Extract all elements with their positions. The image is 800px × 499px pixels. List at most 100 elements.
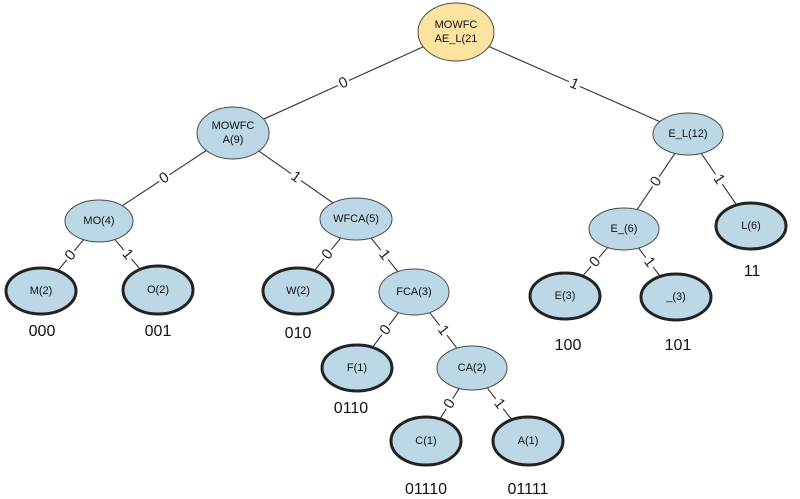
- node-ellipse: [319, 197, 393, 241]
- huffman-code-l: 11: [744, 263, 761, 280]
- node-label: A(9): [223, 134, 244, 146]
- tree-node-e_: E_(6): [588, 207, 660, 251]
- node-ellipse: [320, 343, 394, 393]
- tree-node-wfca: WFCA(5): [319, 197, 393, 241]
- tree-edge-mowfca-wfca: [258, 150, 292, 174]
- edge-bit-label: 0: [586, 253, 604, 271]
- huffman-code-m: 000: [29, 323, 56, 340]
- tree-node-fca: FCA(3): [378, 268, 450, 316]
- node-ellipse: [378, 268, 450, 316]
- tree-node-mowfca: MOWFC A(9): [196, 106, 270, 160]
- tree-node-f: F(1): [320, 343, 394, 393]
- tree-edge-fca-f: [388, 312, 399, 326]
- edge-bit-label: 0: [376, 322, 395, 339]
- node-ellipse: [196, 106, 270, 160]
- tree-edge-root-mowfca: [263, 84, 339, 120]
- tree-edge-el-e_: [636, 186, 654, 210]
- tree-edge-fca-f: [372, 334, 383, 348]
- tree-edge-wfca-w: [330, 237, 342, 251]
- huffman-code-o: 001: [145, 323, 172, 340]
- node-ellipse: [389, 415, 463, 467]
- edge-bit-label: 1: [118, 246, 136, 263]
- tree-edge-root-mowfca: [348, 46, 424, 82]
- tree-node-w: W(2): [261, 266, 335, 316]
- node-ellipse: [714, 201, 788, 251]
- tree-edge-el-e_: [658, 153, 676, 177]
- tree-edge-el-l: [721, 183, 738, 206]
- tree-node-us: _(3): [639, 272, 713, 322]
- node-ellipse: [436, 345, 508, 391]
- tree-edge-mowfca-mo: [169, 150, 207, 176]
- edge-bit-label: 1: [710, 171, 729, 187]
- edge-bit-label: 1: [375, 246, 393, 263]
- tree-edge-fca-ca: [446, 334, 458, 349]
- tree-node-ca: CA(2): [436, 345, 508, 391]
- node-ellipse: [588, 207, 660, 251]
- node-ellipse: [491, 415, 565, 467]
- node-ellipse: [261, 266, 335, 316]
- tree-edge-ca-a: [486, 387, 497, 400]
- node-label: FCA(3): [396, 286, 431, 298]
- tree-edge-ca-c: [452, 388, 460, 399]
- node-label: W(2): [286, 285, 310, 297]
- tree-edge-wfca-w: [313, 258, 325, 272]
- tree-edge-root-el: [579, 85, 660, 123]
- tree-edge-wfca-fca: [387, 259, 399, 272]
- tree-node-e: E(3): [528, 271, 602, 321]
- tree-node-mo: MO(4): [64, 199, 134, 243]
- edge-bit-label: 0: [156, 169, 172, 188]
- tree-edge-e_-us: [638, 247, 647, 258]
- node-label: A(1): [518, 435, 539, 447]
- tree-edge-wfca-fca: [370, 237, 382, 251]
- tree-edge-ca-a: [502, 408, 513, 421]
- tree-node-l: L(6): [714, 201, 788, 251]
- huffman-code-w: 010: [285, 325, 312, 342]
- node-label: MOWFC: [435, 19, 478, 31]
- node-ellipse: [121, 264, 195, 316]
- node-label: C(1): [415, 435, 436, 447]
- edge-bit-label: 1: [434, 322, 453, 339]
- edge-bit-label: 0: [336, 74, 351, 93]
- tree-node-m: M(2): [4, 266, 78, 316]
- node-ellipse: [639, 272, 713, 322]
- node-label: E_L(12): [668, 128, 707, 140]
- node-label: MOWFC: [212, 120, 255, 132]
- edge-bit-label: 0: [440, 396, 459, 412]
- huffman-code-c: 01110: [405, 481, 447, 498]
- huffman-code-e: 100: [555, 337, 582, 354]
- node-label: _(3): [665, 291, 686, 303]
- tree-edge-fca-ca: [429, 312, 441, 326]
- tree-node-root: MOWFC AE_L(21: [417, 2, 495, 62]
- tree-edge-e_-us: [652, 266, 661, 277]
- tree-edge-e_-e: [582, 265, 592, 277]
- edge-bit-label: 1: [640, 254, 659, 271]
- huffman-code-us: 101: [665, 337, 692, 354]
- node-ellipse: [652, 112, 724, 156]
- edge-bit-label: 1: [288, 168, 305, 187]
- huffman-code-a: 01111: [508, 481, 549, 498]
- tree-node-a: A(1): [491, 415, 565, 467]
- node-ellipse: [64, 199, 134, 243]
- tree-edge-mo-m: [74, 239, 84, 251]
- tree-edge-el-l: [700, 153, 717, 175]
- tree-node-o: O(2): [121, 264, 195, 316]
- node-label: CA(2): [458, 362, 487, 374]
- tree-node-c: C(1): [389, 415, 463, 467]
- nodes-layer: MOWFCAE_L(21MOWFCA(9)E_L(12)MO(4)WFCA(5)…: [4, 2, 788, 467]
- tree-edge-mo-m: [57, 259, 68, 272]
- node-label: MO(4): [83, 215, 114, 227]
- tree-node-el: E_L(12): [652, 112, 724, 156]
- edge-bit-label: 1: [567, 75, 581, 94]
- edge-bit-label: 1: [490, 395, 509, 412]
- node-label: M(2): [30, 285, 53, 297]
- node-label: AE_L(21: [435, 33, 478, 45]
- tree-edge-ca-c: [439, 408, 447, 420]
- node-label: F(1): [347, 362, 367, 374]
- edge-bit-label: 0: [61, 247, 79, 264]
- node-label: WFCA(5): [333, 213, 379, 225]
- tree-edge-root-el: [488, 45, 570, 83]
- tree-edge-mo-o: [114, 239, 125, 251]
- edge-bit-label: 0: [647, 173, 666, 189]
